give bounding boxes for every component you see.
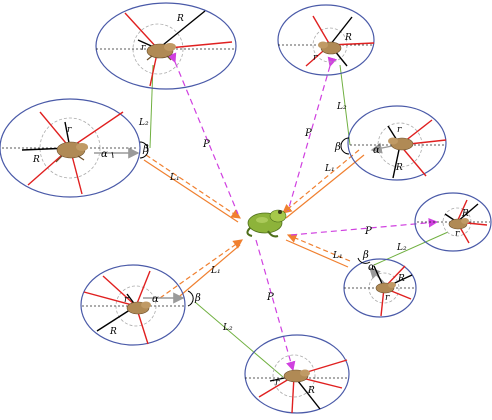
predator-region-left: r R α β — [0, 98, 149, 198]
predator-region-far-right: R r — [414, 192, 492, 252]
label-L2: L₂ — [138, 118, 149, 128]
toad-icon — [318, 41, 342, 55]
label-alpha: α — [368, 262, 375, 273]
label-R: R — [109, 327, 117, 337]
predator-region-top-left: R r — [95, 2, 237, 90]
toad-icon — [146, 43, 176, 61]
label-L2: L₂ — [222, 323, 233, 333]
label-P: P — [364, 226, 372, 237]
predator-region-top-right: R r — [277, 4, 375, 76]
label-R: R — [461, 209, 469, 219]
label-R: R — [395, 163, 403, 173]
label-beta: β — [362, 250, 369, 261]
label-r: r — [124, 295, 129, 305]
label-L1: L₁ — [169, 173, 180, 183]
label-P: P — [304, 128, 312, 139]
frog-icon — [246, 209, 287, 238]
toad-icon — [55, 141, 88, 163]
label-R: R — [344, 33, 352, 43]
predator-region-bottom-center: r R — [244, 334, 350, 414]
toad-icon — [448, 218, 469, 230]
label-alpha: α — [373, 145, 380, 156]
toad-icon — [126, 301, 151, 315]
label-r: r — [67, 125, 72, 135]
label-R: R — [397, 274, 405, 284]
label-alpha: α — [152, 294, 159, 305]
edge-labels: L₂ P L₁ L₂ P L₁ P L₂ L₁ L₁ P L₂ — [138, 102, 407, 333]
label-L1: L₁ — [324, 164, 335, 174]
label-L2: L₂ — [336, 102, 347, 112]
label-r: r — [397, 125, 402, 135]
label-R: R — [307, 386, 315, 396]
label-R: R — [32, 155, 40, 165]
label-beta: β — [142, 144, 149, 155]
diagram-edges — [94, 52, 449, 378]
label-r: r — [313, 53, 318, 63]
label-L1: L₁ — [210, 266, 221, 276]
label-beta: β — [194, 293, 201, 304]
toad-icon — [388, 137, 414, 151]
label-beta: β — [334, 142, 341, 153]
label-alpha: α — [101, 149, 108, 160]
predator-region-right-upper: r R α β — [334, 105, 447, 181]
toad-icon — [375, 282, 396, 294]
label-r: r — [455, 229, 460, 239]
label-R: R — [176, 14, 184, 24]
label-L2: L₂ — [396, 243, 407, 253]
label-P: P — [266, 292, 274, 303]
label-r: r — [275, 378, 280, 388]
label-P: P — [202, 139, 210, 150]
predator-region-right-lower: R r α β — [343, 250, 417, 318]
toad-icon — [283, 369, 310, 383]
label-r: r — [141, 43, 146, 53]
label-L1: L₁ — [332, 251, 343, 261]
label-r: r — [385, 293, 390, 303]
predator-region-bottom-left: r R α β — [80, 264, 201, 346]
